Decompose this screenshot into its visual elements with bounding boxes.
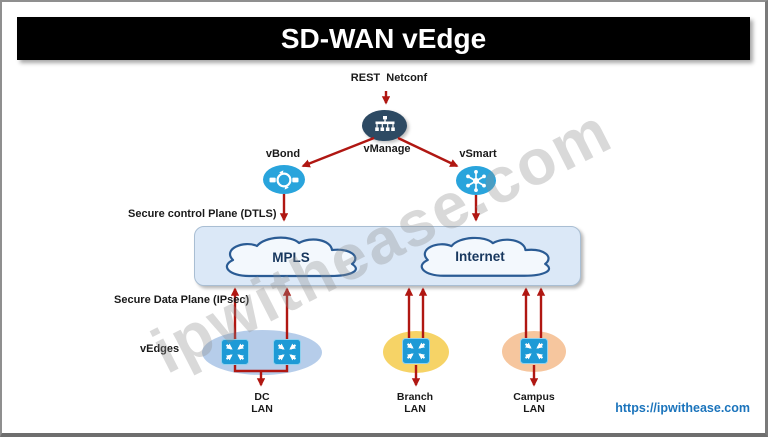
vedge-switch-icon [402,338,430,364]
vedges-label: vEdges [140,343,180,355]
dc-site-ellipse [202,330,322,375]
campus-lan-label: Campus LAN [502,391,566,415]
dc-lan-label-line1: DC [254,391,270,403]
mpls-cloud-label: MPLS [272,250,310,265]
dc-lan-label-line2: LAN [251,402,273,415]
dc-lan-label: DC LAN [230,391,294,415]
campus-lan-label-line1: Campus [513,391,555,403]
vbond-orchestrator-icon [269,169,299,190]
branch-lan-label-line2: LAN [404,402,426,415]
secure-data-plane-label: Secure Data Plane (IPsec) [114,294,250,306]
campus-lan-label-line2: LAN [523,402,545,415]
vmanage-management-icon [374,116,395,131]
vedge-switch-icon [520,338,548,364]
vbond-label: vBond [265,148,301,160]
footer-site-link[interactable]: https://ipwithease.com [615,401,750,415]
title-bar: SD-WAN vEdge [17,17,750,60]
rest-netconf-label: REST Netconf [350,72,428,84]
vedge-switch-icon [273,339,301,365]
internet-cloud-icon [420,236,551,277]
vsmart-hub-spoke-icon [466,169,486,192]
secure-control-plane-label: Secure control Plane (DTLS) [128,208,277,220]
vmanage-label: vManage [363,143,411,155]
vedge-switch-icon [221,339,249,365]
branch-lan-label-line1: Branch [396,391,434,403]
page-title: SD-WAN vEdge [280,22,487,54]
vmanage-node [362,110,407,141]
vsmart-node [456,166,496,195]
internet-cloud-label: Internet [455,249,505,264]
vbond-node [263,165,305,194]
mpls-cloud-icon [225,236,357,278]
vsmart-label: vSmart [459,148,497,160]
branch-lan-label: Branch LAN [383,391,447,415]
